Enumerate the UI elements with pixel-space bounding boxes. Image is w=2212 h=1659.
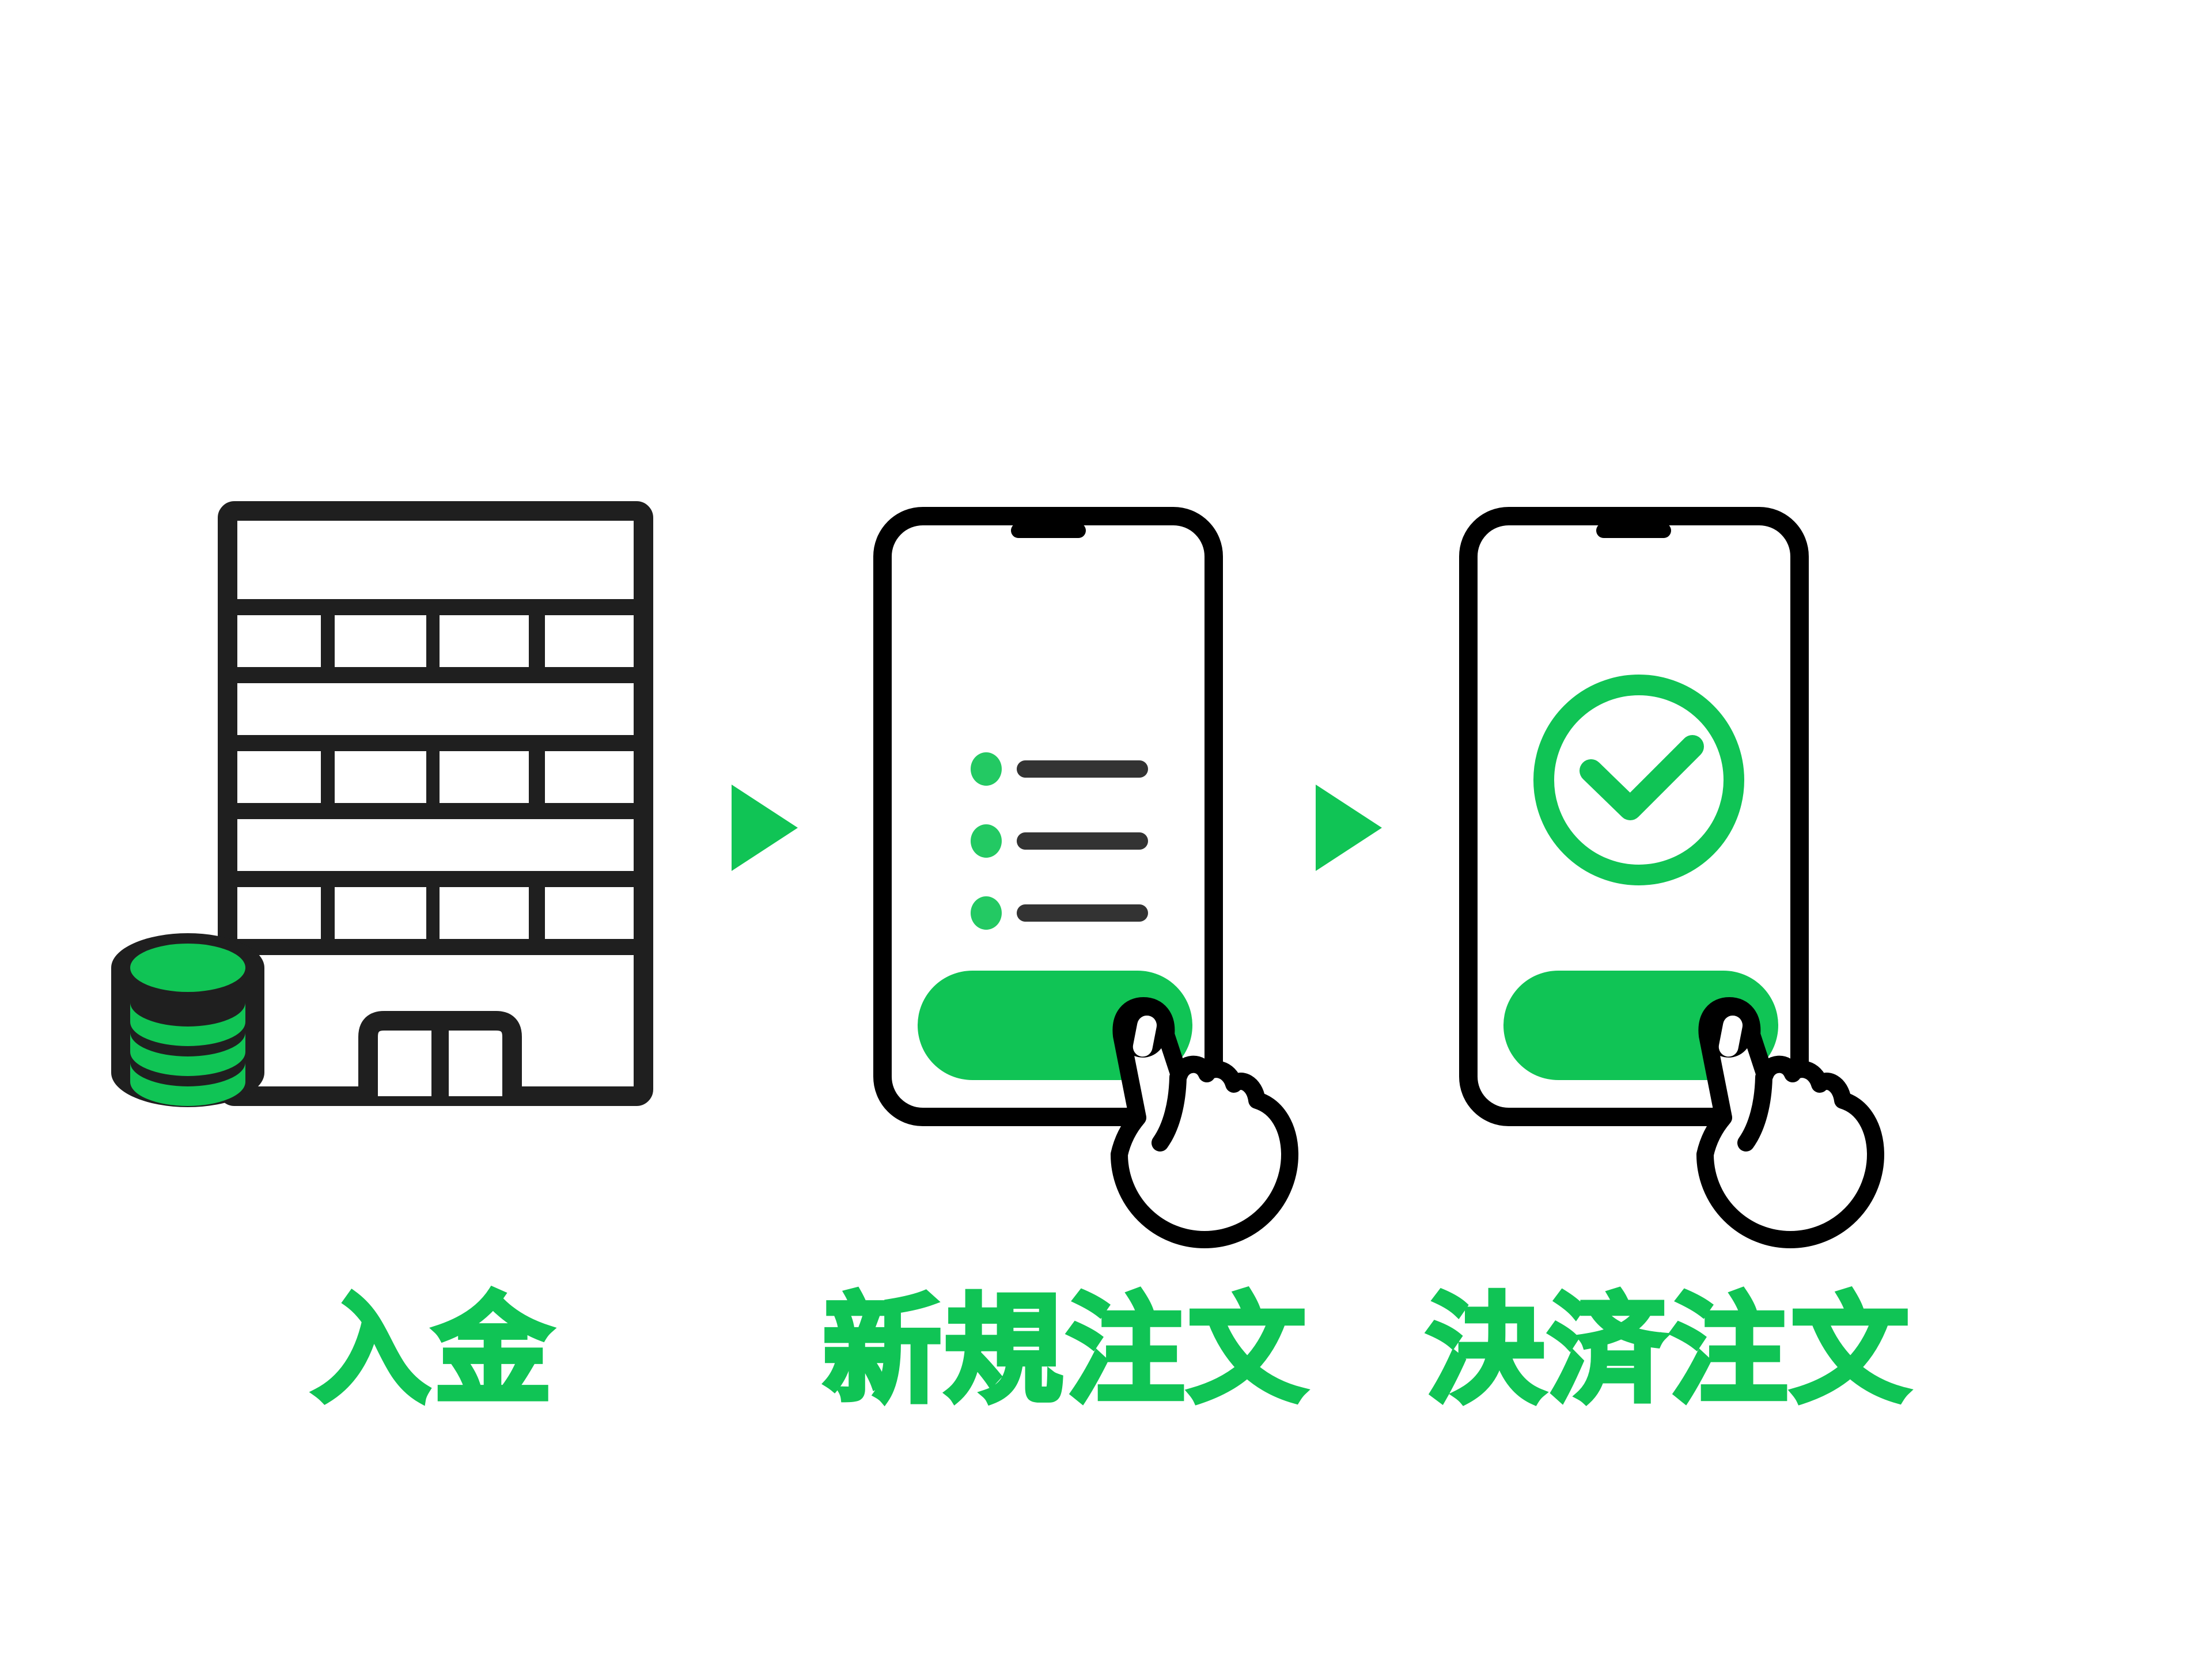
arrow-right-icon [1316, 785, 1382, 871]
arrow-right-icon [732, 785, 798, 871]
list-bullet-icon [971, 752, 1002, 786]
building-window-row [237, 599, 634, 683]
order-list-icon [971, 752, 1148, 930]
building-window-row [237, 735, 634, 819]
list-line [1017, 760, 1148, 778]
check-circle-icon [1533, 675, 1744, 885]
phone-settlement-order [1459, 507, 1885, 1248]
tap-hand-icon [1696, 997, 1885, 1248]
step-label-new-order: 新規注文 [823, 1285, 1309, 1416]
building-window-row [237, 871, 634, 955]
phone-speaker-icon [1596, 523, 1671, 538]
list-line [1017, 904, 1148, 922]
coin-stack-icon [111, 933, 264, 1107]
step-label-deposit: 入金 [312, 1285, 555, 1416]
phone-body [873, 507, 1223, 1126]
list-bullet-icon [971, 824, 1002, 858]
phone-new-order [873, 507, 1299, 1248]
phone-speaker-icon [1011, 523, 1086, 538]
step-label-settlement: 決済注文 [1426, 1285, 1912, 1416]
checkmark-icon [1580, 735, 1704, 820]
building-door-icon [358, 1011, 522, 1096]
bank-building-icon [111, 501, 653, 1107]
list-bullet-icon [971, 896, 1002, 930]
tap-hand-icon [1111, 997, 1299, 1248]
list-line [1017, 832, 1148, 850]
